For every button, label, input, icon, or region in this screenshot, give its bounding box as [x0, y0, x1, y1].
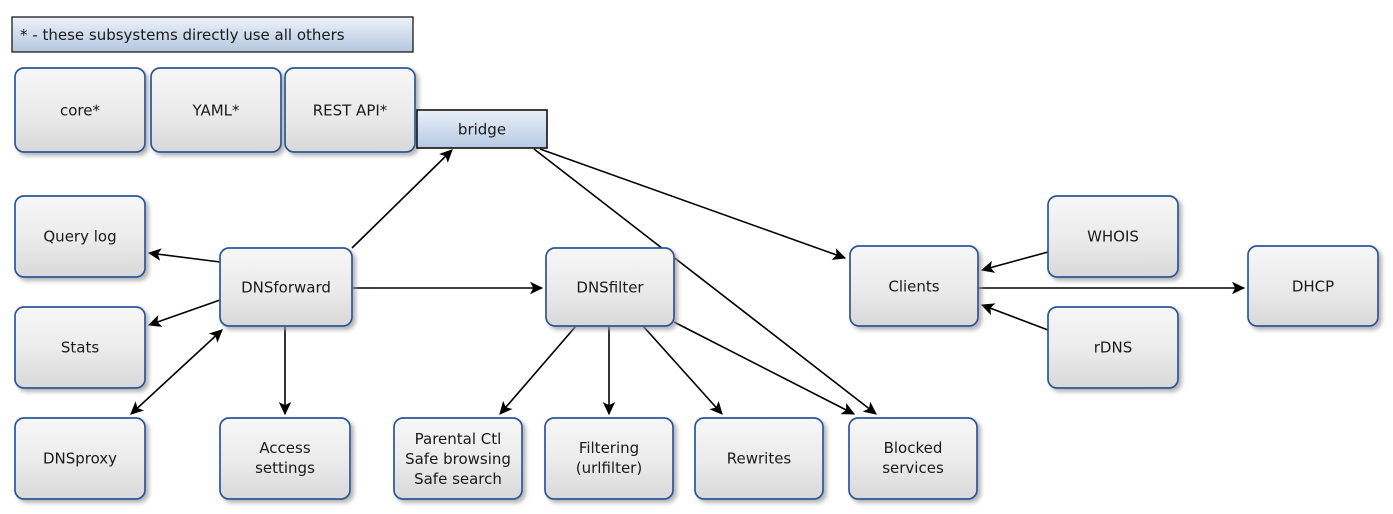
node-rdns-box[interactable] [1047, 306, 1179, 389]
node-rdns-label: rDNS [1094, 339, 1132, 357]
node-rest-api-label: REST API* [313, 102, 388, 120]
node-bridge-label: bridge [458, 121, 506, 139]
edge-dnsfilter-to-parental-ctl [499, 325, 577, 415]
legend-note: * - these subsystems directly use all ot… [11, 16, 414, 53]
edge-rdns-to-clients [980, 303, 1049, 331]
node-filtering[interactable]: Filtering(urlfilter) [544, 417, 674, 500]
node-dnsforward-label: DNSforward [241, 279, 331, 297]
edge-dnsforward-to-stats [147, 299, 221, 327]
node-whois[interactable]: WHOIS [1047, 195, 1179, 278]
node-yaml[interactable]: YAML* [150, 67, 282, 153]
node-layer: core* YAML* REST API* bridge Query log S… [14, 67, 1379, 500]
node-yaml-label: YAML* [191, 102, 240, 120]
node-dnsfilter[interactable]: DNSfilter [545, 247, 675, 327]
node-whois-box[interactable] [1047, 195, 1179, 278]
legend-box [11, 16, 414, 53]
node-core-box[interactable] [14, 67, 146, 153]
node-clients[interactable]: Clients [849, 245, 979, 327]
node-clients-label: Clients [888, 278, 939, 296]
node-filtering-box[interactable] [544, 417, 674, 500]
node-dnsfilter-label: DNSfilter [576, 279, 644, 297]
node-query-log-label: Query log [43, 228, 116, 246]
edge-whois-to-clients [980, 251, 1049, 273]
node-yaml-box[interactable] [150, 67, 282, 153]
node-rewrites-box[interactable] [694, 417, 824, 500]
node-dnsproxy-label: DNSproxy [43, 450, 117, 468]
node-parental-ctl-box[interactable] [393, 417, 523, 500]
node-dnsfilter-box[interactable] [545, 247, 675, 327]
edge-dnsfilter-to-rewrites [642, 325, 723, 415]
node-dnsforward[interactable]: DNSforward [219, 247, 353, 327]
edge-dnsforward-to-bridge [351, 149, 453, 249]
node-dhcp[interactable]: DHCP [1247, 245, 1379, 327]
node-query-log[interactable]: Query log [14, 195, 146, 278]
node-core-label: core* [60, 102, 100, 120]
node-whois-label: WHOIS [1087, 228, 1139, 246]
node-bridge-box[interactable] [416, 109, 548, 149]
edge-layer [130, 148, 1246, 416]
node-dhcp-label: DHCP [1292, 278, 1334, 296]
node-rest-api-box[interactable] [284, 67, 416, 153]
node-rewrites[interactable]: Rewrites [694, 417, 824, 500]
edge-bridge-to-blocked-services [533, 148, 877, 415]
node-rdns[interactable]: rDNS [1047, 306, 1179, 389]
node-stats-label: Stats [61, 339, 99, 357]
node-dnsproxy[interactable]: DNSproxy [14, 417, 146, 500]
node-query-log-box[interactable] [14, 195, 146, 278]
edge-bridge-to-clients [539, 148, 847, 260]
node-access-settings-box[interactable] [219, 417, 351, 500]
edge-dnsforward-to-dnsproxy [130, 329, 223, 415]
node-rest-api[interactable]: REST API* [284, 67, 416, 153]
node-filtering-label: Filtering(urlfilter) [576, 439, 642, 477]
edge-dnsforward-to-query-log [147, 248, 221, 263]
node-dnsforward-box[interactable] [219, 247, 353, 327]
node-bridge[interactable]: bridge [416, 109, 548, 149]
node-rewrites-label: Rewrites [727, 450, 792, 468]
legend-text: * - these subsystems directly use all ot… [20, 26, 345, 44]
node-clients-box[interactable] [849, 245, 979, 327]
node-stats[interactable]: Stats [14, 306, 146, 389]
node-dnsproxy-box[interactable] [14, 417, 146, 500]
node-stats-box[interactable] [14, 306, 146, 389]
node-dhcp-box[interactable] [1247, 245, 1379, 327]
node-blocked-services-box[interactable] [848, 417, 978, 500]
edge-dnsfilter-to-blocked-services [673, 321, 856, 415]
node-core[interactable]: core* [14, 67, 146, 153]
